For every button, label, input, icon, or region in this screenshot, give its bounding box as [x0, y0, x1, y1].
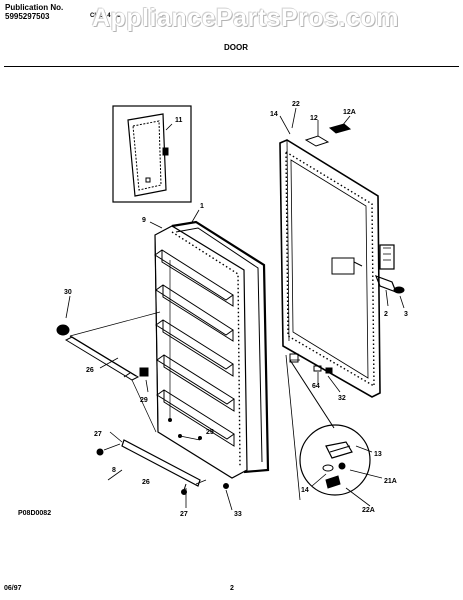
callout-32: 32 — [338, 395, 346, 402]
callout-30: 30 — [64, 289, 72, 296]
publication-number: 5995297503 — [5, 12, 50, 21]
model-code: CHLT 4 AL — [90, 13, 120, 19]
hinge-detail-circle — [299, 424, 371, 496]
callout-2: 2 — [384, 311, 388, 318]
callout-3: 3 — [404, 311, 408, 318]
callout-27-bottom: 27 — [180, 511, 188, 518]
callout-12a: 12A — [343, 109, 356, 116]
callout-26-trim: 26 — [142, 479, 150, 486]
callout-25: 25 — [206, 429, 214, 436]
publication-label: Publication No. — [5, 3, 64, 12]
callout-8: 8 — [112, 467, 116, 474]
door-inner-liner — [154, 220, 270, 479]
section-title: DOOR — [224, 43, 248, 52]
callout-27-left: 27 — [94, 431, 102, 438]
callout-64: 64 — [312, 383, 320, 390]
door-outer-panel — [279, 123, 405, 398]
bottom-trim-rail — [96, 418, 229, 495]
callout-13: 13 — [374, 451, 382, 458]
callout-12: 12 — [310, 115, 318, 122]
drawing-code: P08D0082 — [18, 510, 52, 517]
header-rule — [4, 66, 459, 67]
gasket-inset-box — [112, 105, 192, 203]
door-handle-rail — [56, 311, 161, 433]
callout-leaders — [65, 107, 405, 511]
callout-29: 29 — [140, 397, 148, 404]
callout-9: 9 — [142, 217, 146, 224]
callout-22: 22 — [292, 101, 300, 108]
callout-1: 1 — [200, 203, 204, 210]
callout-11: 11 — [175, 117, 183, 124]
callout-14-top: 14 — [270, 111, 278, 118]
footer-date: 06/97 — [4, 585, 22, 592]
callout-22a: 22A — [362, 507, 375, 514]
watermark-text: AppliancePartsPros.com — [92, 4, 399, 32]
page-number: 2 — [230, 585, 234, 592]
callout-33: 33 — [234, 511, 242, 518]
callout-14-detail: 14 — [301, 487, 309, 494]
callout-26-handle: 26 — [86, 367, 94, 374]
callout-21a: 21A — [384, 478, 397, 485]
